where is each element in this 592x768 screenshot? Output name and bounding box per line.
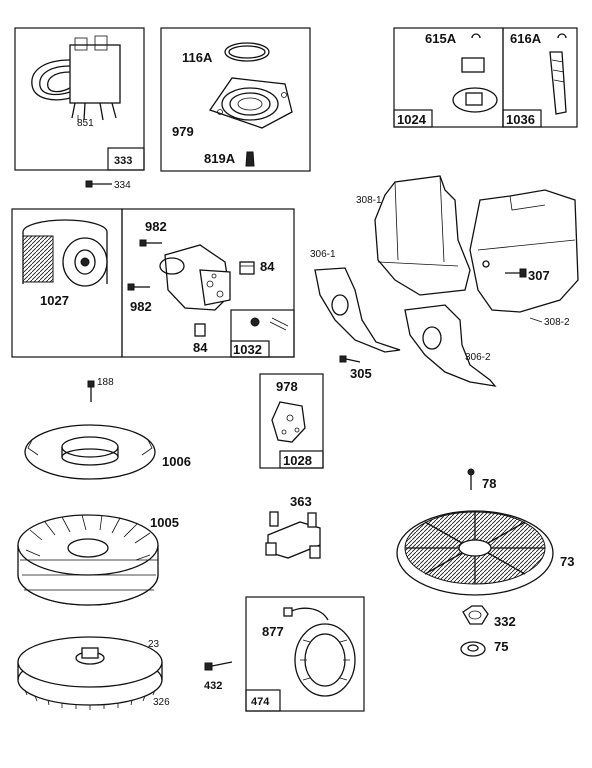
part-label-979: 979	[172, 124, 194, 139]
kit-label-1024: 1024	[397, 112, 427, 127]
flywheel-screen-1006	[24, 424, 156, 480]
kit-box-333	[14, 27, 145, 171]
flywheel-23	[17, 636, 163, 710]
part-label-334: 334	[114, 180, 131, 191]
part-label-78: 78	[482, 476, 496, 491]
armature-coil-877	[283, 607, 356, 697]
plug-84-right	[239, 261, 255, 275]
baffle-306-1	[314, 267, 401, 353]
part-label-116A: 116A	[182, 50, 213, 65]
part-label-305: 305	[350, 366, 372, 381]
kit-number-box-1024	[393, 109, 433, 128]
part-label-851: 851	[77, 118, 94, 129]
kit-label-333: 333	[114, 155, 132, 167]
washer-75	[460, 641, 486, 657]
part-label-819A: 819A	[204, 151, 236, 166]
baffle-306-2	[404, 304, 497, 387]
part-label-307: 307	[528, 268, 550, 283]
part-label-306-1: 306-1	[310, 249, 336, 260]
screw-982-bottom	[127, 283, 150, 291]
kit-label-474: 474	[251, 696, 270, 708]
part-label-978: 978	[276, 379, 298, 394]
kit-number-box-474	[245, 689, 281, 712]
part-label-982-top: 982	[145, 219, 167, 234]
kit-label-1036: 1036	[506, 112, 535, 127]
part-label-308-1: 308-1	[356, 195, 382, 206]
screw-432	[204, 661, 233, 671]
filter-adapter	[159, 244, 231, 311]
kit-number-box-1036	[502, 109, 542, 128]
part-label-1027: 1027	[40, 293, 69, 308]
part-label-188: 188	[97, 377, 114, 388]
kit-label-1032: 1032	[233, 342, 262, 357]
rectifier-group: 851 333 334	[14, 27, 145, 191]
pump-part-1024	[452, 57, 498, 113]
kit-box-breather	[160, 27, 311, 172]
kit-number-box-1032	[230, 340, 270, 358]
part-label-308-2: 308-2	[544, 317, 570, 328]
shroud-308-1	[374, 175, 471, 296]
shroud-308-2	[469, 189, 579, 313]
oil-filter-1027	[22, 219, 108, 287]
retainer-615A-icon	[471, 33, 481, 39]
oil-filter-group: 1027 982 982 84 84	[11, 208, 295, 358]
screw-334	[85, 180, 112, 188]
screw-188	[87, 380, 95, 402]
kit-box-877	[245, 596, 365, 712]
spring-1032	[269, 317, 289, 331]
bracket-363	[265, 511, 321, 559]
tube-819A	[245, 151, 255, 167]
kit-number-box-1028	[279, 450, 324, 469]
armature-group: 877 474	[245, 596, 365, 712]
gasket-978	[271, 401, 306, 443]
part-label-877: 877	[262, 624, 284, 639]
rotating-screen-73	[396, 510, 554, 596]
kit-label-1028: 1028	[283, 453, 312, 468]
nut-332	[462, 605, 489, 625]
part-label-75: 75	[494, 639, 508, 654]
breather-group: 116A 979 819A	[160, 27, 311, 172]
part-label-23: 23	[148, 639, 160, 650]
screw-305	[339, 355, 361, 363]
part-label-306-2: 306-2	[465, 352, 491, 363]
gasket-116A	[224, 42, 270, 62]
screw-78	[467, 468, 475, 490]
part-label-73: 73	[560, 554, 574, 569]
part-label-326: 326	[153, 697, 170, 708]
screw-307	[505, 268, 527, 278]
part-label-1005: 1005	[150, 515, 179, 530]
rectifier-part-drawing	[31, 35, 121, 122]
kit-number-box-333	[107, 147, 145, 171]
part-label-84-bottom: 84	[193, 340, 208, 355]
part-label-332: 332	[494, 614, 516, 629]
screw-982-top	[139, 239, 162, 247]
plug-84-bottom	[194, 323, 206, 337]
kit-box-982	[121, 208, 295, 358]
part-label-432: 432	[204, 680, 222, 692]
part-label-363: 363	[290, 494, 312, 509]
part-label-1006: 1006	[162, 454, 191, 469]
part-label-616A: 616A	[510, 31, 542, 46]
part-label-84-right: 84	[260, 259, 275, 274]
flywheel-fan-1005	[17, 514, 159, 606]
gasket-group-978: 978 1028	[259, 373, 324, 469]
check-ball-1032	[250, 317, 260, 327]
retainer-616A-icon	[557, 33, 567, 39]
oil-pump-group: 615A 616A 1024 1036	[393, 27, 578, 128]
shaft-part-1036	[549, 51, 567, 115]
part-label-615A: 615A	[425, 31, 457, 46]
breather-cover-979	[208, 77, 293, 129]
blower-housing-group: 308-1 308-2 306-1 306-2 307 305	[310, 175, 579, 387]
part-label-982-bottom: 982	[130, 299, 152, 314]
